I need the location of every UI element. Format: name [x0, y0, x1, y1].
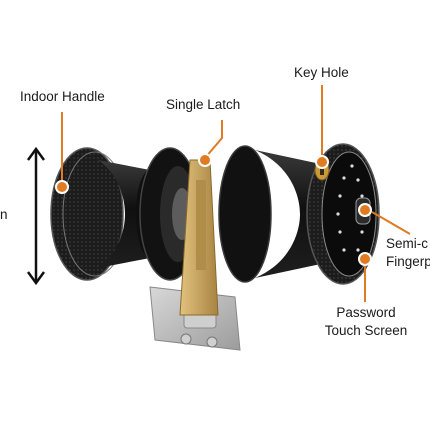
- key-hole-label: Key Hole: [294, 65, 349, 80]
- callout-dot-icon: [55, 153, 372, 266]
- outdoor-knob: [218, 143, 380, 285]
- dimension-arrow-icon: [26, 146, 46, 286]
- fingerprint-label: Fingerp: [386, 254, 430, 269]
- callout-lines: [61, 85, 411, 302]
- indoor-handle-label: Indoor Handle: [20, 89, 105, 104]
- touch-screen-label: Touch Screen: [324, 323, 408, 338]
- single-latch: [149, 159, 241, 351]
- password-label: Password: [336, 305, 396, 320]
- semi-cut-label: Semi-c: [386, 236, 429, 251]
- single-latch-label: Single Latch: [166, 97, 241, 112]
- left-cut-label: n: [0, 207, 8, 222]
